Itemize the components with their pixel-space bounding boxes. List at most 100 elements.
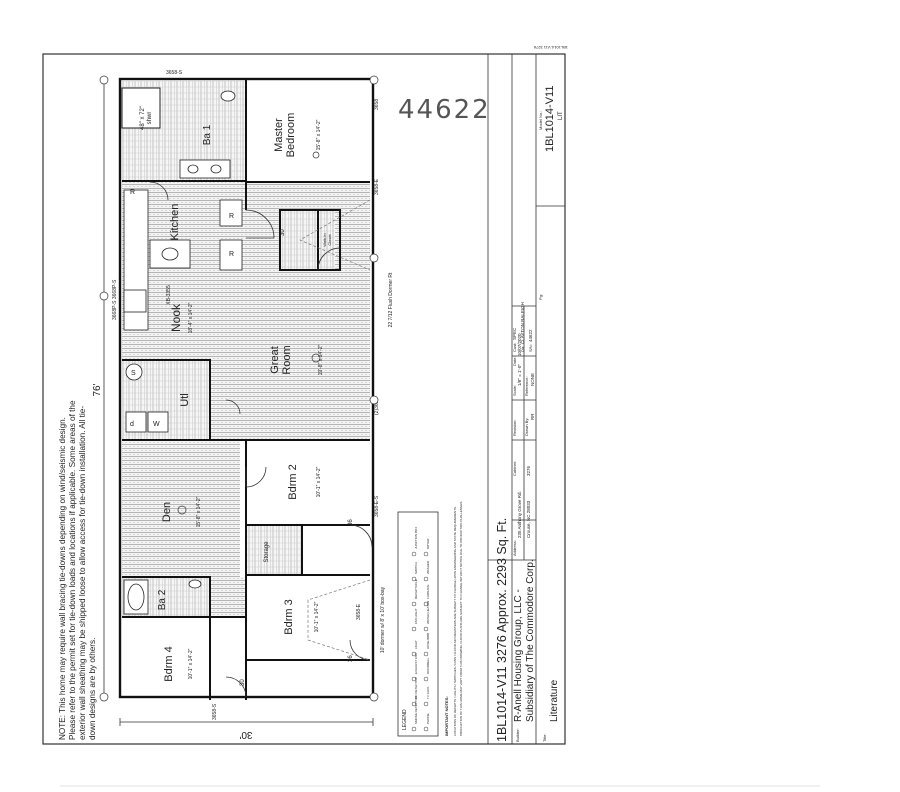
fixture-r2: R xyxy=(229,213,234,220)
legend-symbol xyxy=(411,551,417,557)
door-e5: 3658-E-S xyxy=(374,495,380,517)
legend-item-label: FAN LIGHT xyxy=(414,608,418,624)
tb-address: 235 Anthony Grove Rd. xyxy=(517,491,522,538)
range xyxy=(123,289,147,313)
note-block: NOTE: This home may require wall bracing… xyxy=(58,400,97,740)
door-e1: 3658-E xyxy=(374,178,380,195)
room-name-kitchen: Kitchen xyxy=(169,204,181,241)
floor-closet xyxy=(280,210,335,270)
important-title: IMPORTANT NOTES: xyxy=(444,696,449,736)
legend-symbol xyxy=(411,726,417,732)
legend-item-label: WATER HEATER xyxy=(426,600,430,624)
tb-model-sub: LIT xyxy=(558,111,564,120)
washer xyxy=(125,411,147,433)
room-size-bdrm3: 10'-1" x 14'-2" xyxy=(314,601,320,632)
room-labels: MasterBedroom 15'-8" x 14'-2" Ba 1 Kitch… xyxy=(157,113,332,682)
legend-item-label: WASHER xyxy=(426,560,430,574)
important-notes: IMPORTANT NOTES: LOCATIONS OF RECEPTS / … xyxy=(444,501,463,736)
legend-symbol xyxy=(411,676,417,682)
legend-symbol xyxy=(423,576,429,582)
shower-label: 48" x 72"shwr xyxy=(140,106,153,130)
serial-number-large: 44622 xyxy=(398,95,491,125)
room-name-ba2: Ba 2 xyxy=(157,589,168,610)
fixture-w: W xyxy=(153,421,160,428)
room-name-utl: Utl xyxy=(179,393,191,406)
tb-drawn: RR xyxy=(530,413,535,420)
tb-sn-label: S/N: xyxy=(528,344,533,352)
legend-item-label: SWITCH xyxy=(414,562,418,574)
door-labels: 3658-S 3658 3658-E (2)3658 3658-E-S 3658… xyxy=(112,70,394,720)
fixture-s: S xyxy=(131,370,136,377)
room-name-nook: Nook xyxy=(169,303,183,332)
dormer-rear-label: 10' dormer w/ 8' x 10' box-bay xyxy=(380,586,386,653)
tb-cabinet-label: Cabinet: xyxy=(512,461,517,476)
toilet-ba2 xyxy=(188,579,202,589)
fan-light-icon xyxy=(312,151,320,159)
tb-cust: SPEC xyxy=(512,327,517,340)
note-text: NOTE: This home may require wall bracing… xyxy=(58,400,97,740)
legend-symbol xyxy=(423,551,429,557)
appliance-letters: R R R d W S xyxy=(130,189,234,428)
legend-item-label: LIGHT xyxy=(414,640,418,649)
toilet-ba1 xyxy=(220,90,236,102)
tub-basin xyxy=(127,583,145,611)
grid-markers xyxy=(99,75,379,702)
room-name-closet: Walk-InCloset xyxy=(322,233,332,246)
room-size-master: 15'-8" x 14'-2" xyxy=(316,119,322,150)
legend-symbol xyxy=(411,601,417,607)
legend-symbol xyxy=(411,701,417,707)
tb-date: 10/07/2020 xyxy=(517,333,522,356)
legend-symbol xyxy=(411,651,417,657)
tb-reference-label: Reference: xyxy=(524,376,529,396)
label-xb: XB-3355 xyxy=(166,285,172,305)
fixture-d: d xyxy=(130,421,134,428)
room-name-storage: Storage xyxy=(264,541,270,563)
door-swings xyxy=(149,181,373,698)
dim-36-a: 36 xyxy=(348,519,354,526)
interior-walls xyxy=(122,79,370,700)
important-note-1: LOCATIONS OF RECEPTS / LIGHTS / SWITCHES… xyxy=(453,506,457,736)
floor-great-lower xyxy=(240,360,370,440)
floor-hall-lower xyxy=(210,577,246,617)
tb-cust-label: Cust: xyxy=(512,343,517,352)
title-block xyxy=(487,53,566,745)
fan-light-icon-great xyxy=(311,353,321,363)
water-heater xyxy=(125,363,143,381)
room-name-bdrm2: Bdrm 2 xyxy=(287,464,299,499)
door-left: 3658-S xyxy=(212,703,218,720)
tb-model: 1BL1014-V11 xyxy=(544,86,556,152)
tb-drawn-label: Drawn By: xyxy=(524,418,529,436)
tb-dlr: CLAYTON RALEIGH xyxy=(520,302,525,344)
door-top: 3658-S xyxy=(166,70,183,76)
sink-ba1-a xyxy=(187,164,199,174)
kitchen-sink xyxy=(161,247,179,261)
tb-main: 1BL1014-V11 3276 Approx. 2293 Sq. Ft. xyxy=(495,518,509,742)
vanity-ba1 xyxy=(179,159,231,179)
fixture-r3: R xyxy=(229,251,234,258)
tb-dlr-label: Dlr: xyxy=(520,346,525,352)
tb-builder: R-Anell Housing Group, LLC - xyxy=(513,589,524,722)
legend-symbol xyxy=(411,576,417,582)
overall-dimensions xyxy=(100,79,374,726)
pantry xyxy=(219,239,243,271)
room-size-great: 19'-8" x 14'-2" xyxy=(318,344,324,375)
legend-item-label: DRYER xyxy=(426,538,430,549)
tb-cabinet: 3276 xyxy=(526,465,531,476)
tb-revision-label: Revision: xyxy=(512,420,517,436)
room-name-ba1: Ba 1 xyxy=(202,124,213,145)
legend-item-label: PHONE xyxy=(426,713,430,724)
door-e2: 3658-E xyxy=(356,603,362,620)
legend-item-label: RECEPTACLE xyxy=(414,579,418,599)
top-stamp: 1BL1014-V11 3276 xyxy=(533,45,568,50)
room-name-great: GreatRoom xyxy=(269,345,293,374)
dim-width: 30' xyxy=(239,729,252,740)
door-sliding: 3668P-S 3668P-S xyxy=(112,279,118,320)
legend-symbol xyxy=(423,726,429,732)
legend-symbol xyxy=(423,651,429,657)
legend-symbol xyxy=(423,601,429,607)
tb-model-label: Model No.: xyxy=(538,111,543,130)
sink-ba1-b xyxy=(210,164,222,174)
door-master: 3658 xyxy=(374,99,380,110)
legend-item-label: CO DETECTOR xyxy=(414,676,418,699)
